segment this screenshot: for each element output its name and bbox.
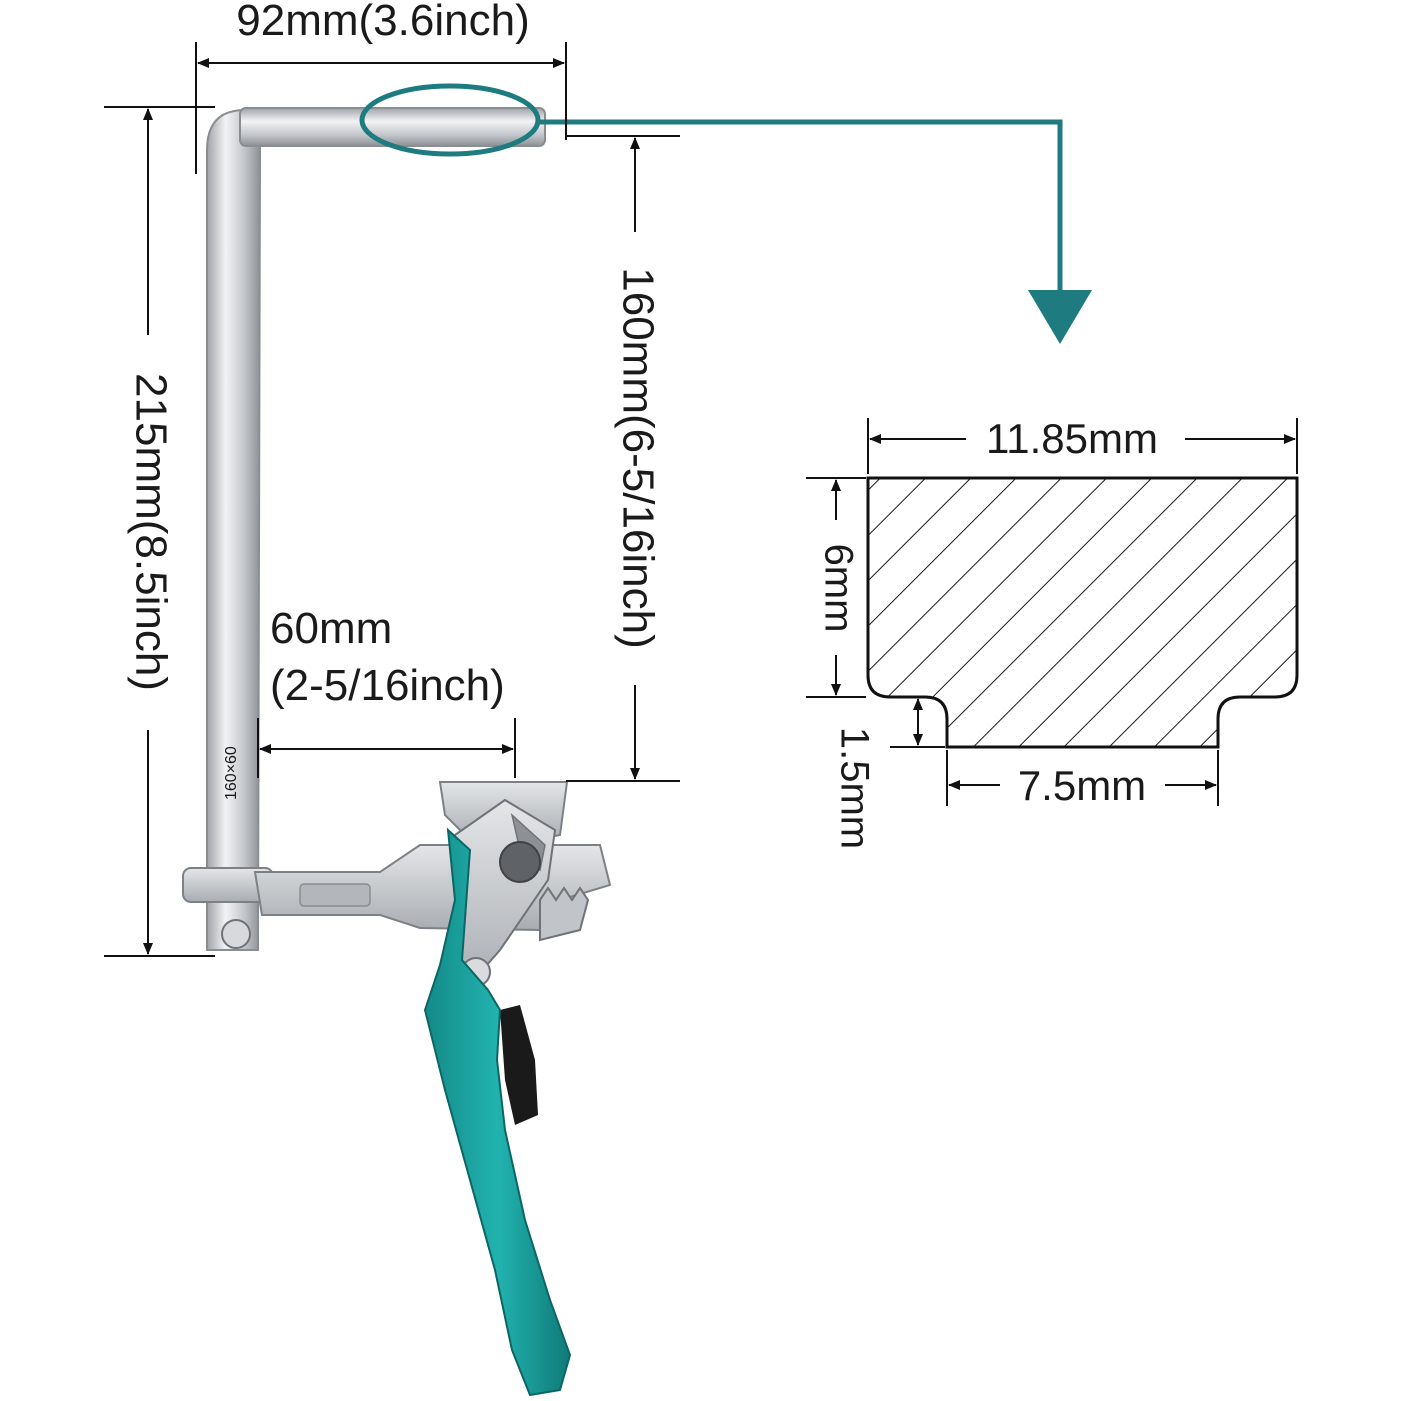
rod-marking: 160×60 [223,746,240,800]
label-profile-width: 11.85mm [986,415,1158,462]
label-profile-height: 6mm [816,544,860,633]
leader-line [540,119,1063,300]
highlight-ellipse [359,83,541,157]
label-tongue-width: 7.5mm [1018,762,1146,809]
ratchet-teeth [539,886,590,942]
grip-pad [500,1005,538,1125]
section-callout [359,83,1092,344]
clamp-rod-vertical [206,109,261,951]
label-top-width: 92mm(3.6inch) [236,0,529,45]
pivot-bolt [499,841,541,883]
label-overall-height: 215mm(8.5inch) [126,373,175,691]
clamp-rod-top-arm [239,107,546,147]
label-throat-depth: 160mm(6-5/16inch) [613,267,662,649]
jaw-slot [299,883,371,907]
leader-arrowhead [1028,290,1092,344]
collar-screw [221,919,251,949]
profile-section [866,476,1299,749]
clamp-illustration: 160×60 [182,107,612,1397]
profile-shape [866,476,1299,749]
label-jaw-length-1: 60mm [270,604,392,653]
clamp-handle [423,827,572,1397]
profile-dimensions [806,418,1298,806]
label-jaw-length-2: (2-5/16inch) [270,661,505,710]
label-tongue-height: 1.5mm [832,727,876,849]
clamp-dimensions [104,42,680,957]
